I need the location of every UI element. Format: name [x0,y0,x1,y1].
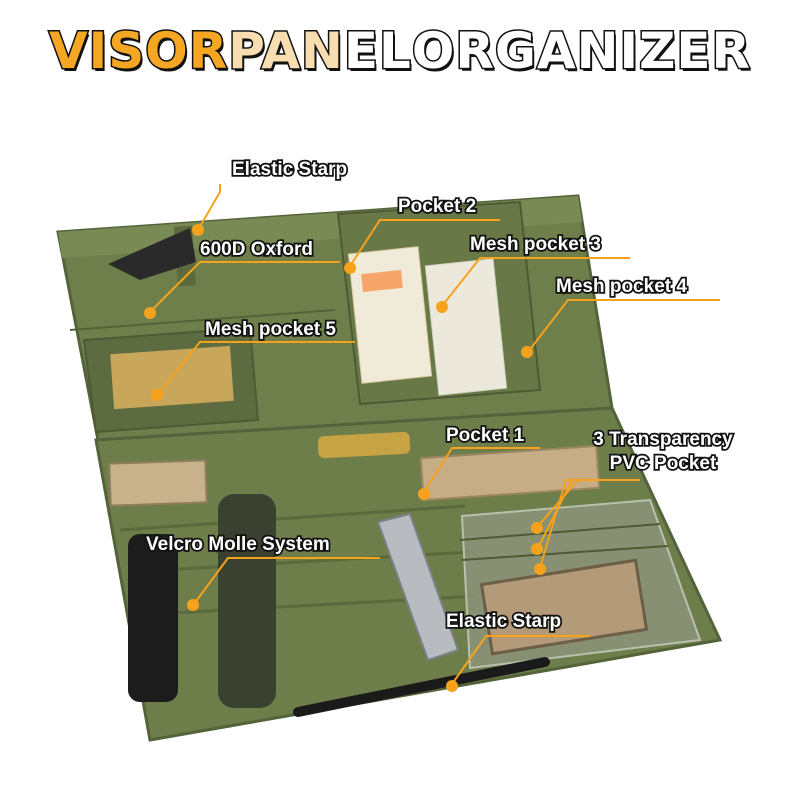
title-word-visor: VISOR [47,21,229,82]
leader-elastic-bottom [451,635,590,685]
callout-mesh-pocket-3: Mesh pocket 3 [468,232,602,257]
title-word-panel-b: EL [342,21,412,82]
dot-mesh-5 [151,389,163,401]
velcro-patch-top [108,459,208,507]
leader-lines [149,184,720,685]
knife-tool [108,228,196,280]
leader-mesh-5 [157,341,355,395]
callout-pocket-1: Pocket 1 [444,423,526,448]
dot-pocket-1 [418,488,430,500]
leader-velcro [193,557,380,605]
whistle [317,431,411,459]
dot-pvc-2 [531,543,543,555]
pvc-pocket-seam-2 [461,545,669,561]
tactical-pen [293,657,550,717]
title-word-panel-a: PAN [227,21,345,82]
leader-elastic-top [197,184,221,231]
leader-mesh-3 [441,257,630,307]
card-pocket-2 [347,246,433,384]
oxford-pocket-seam [69,309,336,331]
callout-pvc-pocket-line: 3 Transparency [592,427,735,452]
callout-mesh-pocket-5: Mesh pocket 5 [203,317,337,342]
flag-patch [479,558,649,656]
dot-pocket-2 [344,262,356,274]
callout-elastic-strap-top: Elastic Starp [230,157,349,182]
card-mesh-pocket-3 [424,258,508,396]
leader-oxford [149,261,340,313]
dot-pvc-1 [531,522,543,534]
card-label-orange [361,269,403,293]
callout-pvc-pocket-line: PVC Pocket [608,451,718,476]
dot-pvc-3 [534,563,546,575]
callout-elastic-strap-bottom: Elastic Starp [444,609,563,634]
dot-elastic-bottom [446,680,458,692]
callout-velcro-molle: Velcro Molle System [144,532,331,557]
leader-pocket-2 [349,219,500,267]
dot-mesh-3 [436,301,448,313]
dot-mesh-4 [521,346,533,358]
flashlight [128,534,178,702]
dot-oxford [144,307,156,319]
callout-oxford-600d: 600D Oxford [198,237,314,262]
dot-velcro [187,599,199,611]
title-word-organizer: ORGANIZER [410,21,752,82]
leader-mesh-4 [527,299,720,353]
callout-mesh-pocket-4: Mesh pocket 4 [554,274,688,299]
leader-pocket-1 [423,447,540,493]
callout-dots [144,224,546,692]
leader-pvc-3 [539,479,640,569]
callout-pocket-2: Pocket 2 [396,194,478,219]
dot-elastic-top [192,224,204,236]
pocket-1-patch [419,444,601,502]
multitool [376,512,460,662]
molle-strap-1 [119,504,466,532]
paracord-bracelet [218,494,276,708]
pvc-pocket-seam-1 [459,523,661,541]
page-title: VISOR PANEL ORGANIZER [0,21,800,82]
